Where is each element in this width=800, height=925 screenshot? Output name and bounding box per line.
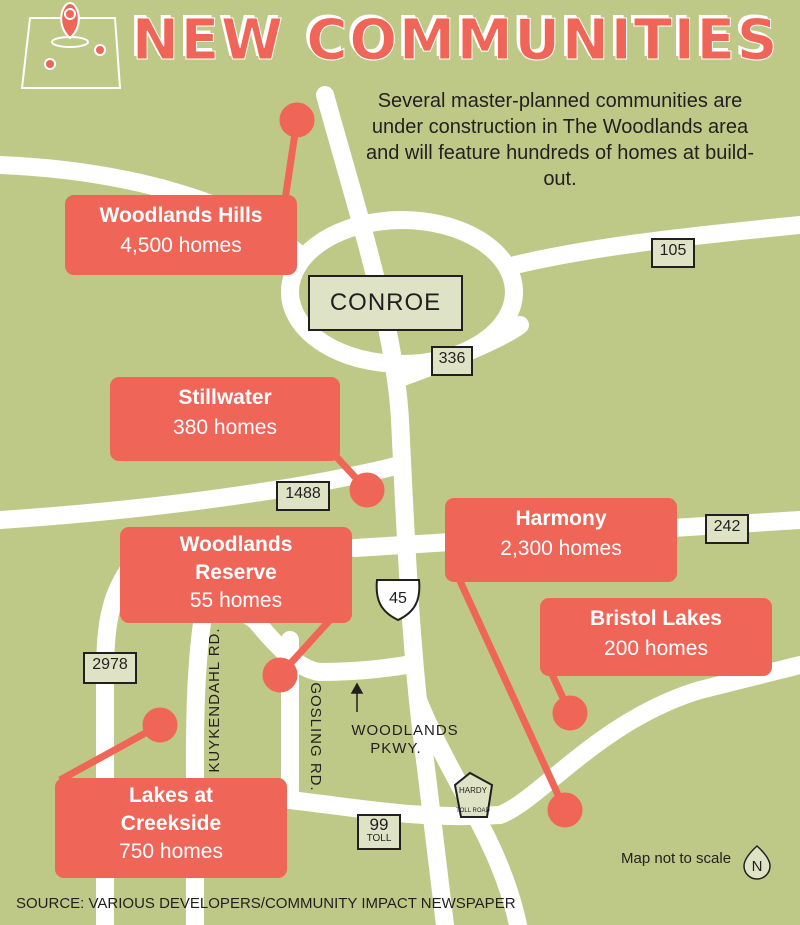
shield-242: 242 [705,514,749,544]
community-homes: 2,300 homes [500,537,622,560]
leader-lakes-at-creekside [58,721,162,784]
shield-99: 99 TOLL [357,814,401,850]
shield-99-toll: TOLL [366,833,392,844]
map-pin-icon [20,1,122,89]
callout-stillwater: Stillwater 380 homes [110,377,340,461]
callout-woodlands-hills: Woodlands Hills 4,500 homes [65,195,297,275]
north-arrow-icon [743,844,771,880]
shield-336: 336 [431,346,473,376]
leader-harmony [451,568,569,812]
community-name: Stillwater [178,386,272,409]
community-homes: 55 homes [189,589,283,612]
pin-woodlands-reserve [262,657,298,693]
shield-105: 105 [651,238,695,268]
road-99 [281,656,800,826]
pin-stillwater [349,472,385,508]
shield-1488: 1488 [276,481,330,511]
woodlands-pkwy-label: WOODLANDS PKWY. [330,722,480,758]
kuykendahl-rd-label: KUYKENDAHL RD. [206,627,223,773]
woodlands-pkwy-line1: WOODLANDS [351,722,459,739]
shield-99-number: 99 [369,815,389,834]
callout-harmony: Harmony 2,300 homes [445,498,677,582]
arrow-up-icon [350,682,364,712]
callout-leaders [58,102,588,828]
pin-lakes-at-creekside [142,707,178,743]
source-credit: SOURCE: VARIOUS DEVELOPERS/COMMUNITY IMP… [16,895,516,912]
callout-woodlands-reserve: Woodlands Reserve 55 homes [120,527,352,623]
gosling-rd-label: GOSLING RD. [307,682,324,792]
page-title: NEW COMMUNITIES [131,8,780,74]
community-name: Bristol Lakes [590,607,722,630]
north-label: N [751,858,763,875]
community-homes: 4,500 homes [120,234,242,257]
callout-lakes-at-creekside: Lakes at Creekside 750 homes [55,778,287,878]
hardy-label: HARDY [458,786,487,795]
community-name: Harmony [515,507,607,530]
city-label-conroe: CONROE [308,275,463,331]
woodlands-pkwy-line2: PKWY. [370,740,422,757]
interstate-45-shield-icon [375,579,421,622]
community-name: Woodlands Reserve [179,533,293,584]
intro-text: Several master-planned communities are u… [365,90,754,190]
community-homes: 200 homes [604,637,708,660]
hardy-toll-label: TOLL ROAD [456,808,490,814]
woodlands-pkwy [246,611,421,682]
scale-note: Map not to scale [621,850,732,867]
shield-2978: 2978 [83,652,137,684]
hardy-toll-road-shield-icon [453,771,494,818]
community-name: Woodlands Hills [99,204,263,227]
community-homes: 750 homes [119,840,223,863]
i45-number: 45 [389,590,407,607]
pin-bristol-lakes [552,695,588,731]
road-1488 [0,456,409,529]
community-homes: 380 homes [173,416,277,439]
community-name: Lakes at Creekside [120,784,222,835]
pin-harmony [547,792,583,828]
pin-woodlands-hills [279,102,315,138]
callout-bristol-lakes: Bristol Lakes 200 homes [540,598,772,676]
